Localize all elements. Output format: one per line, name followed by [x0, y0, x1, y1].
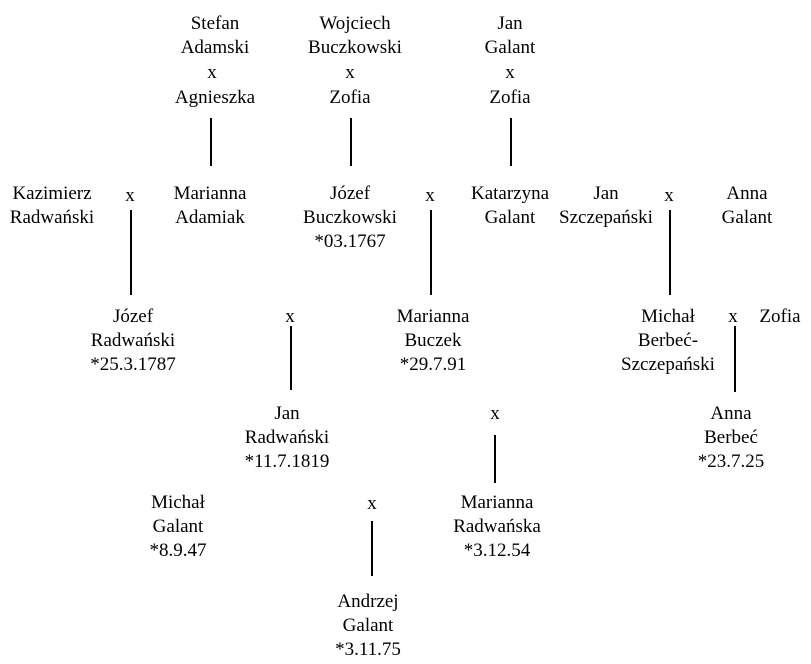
person-surname: Buczkowski: [308, 37, 402, 58]
person-katarzyna-galant: Katarzyna Galant: [460, 182, 560, 230]
person-kazimierz-radwanski: Kazimierz Radwański: [0, 182, 104, 230]
person-first-name: Józef: [329, 183, 371, 204]
person-surname: Galant: [484, 37, 536, 58]
person-jan-radwanski: Jan Radwański *11.7.1819: [230, 402, 344, 474]
marriage-symbol-radwanski-adamiak: x: [125, 185, 135, 206]
person-jozef-buczkowski: Józef Buczkowski *03.1767: [290, 182, 410, 254]
person-first-name: Michał: [151, 492, 205, 513]
marriage-symbol-adamski: x: [207, 62, 217, 83]
person-birth-date: *03.1767: [314, 231, 386, 252]
descent-line-szczepanski-galant: [669, 210, 671, 295]
descent-line-buczkowski-galant: [430, 210, 432, 295]
person-surname: Radwański: [90, 330, 176, 351]
person-wojciech-buczkowski: Wojciech Buczkowski: [295, 12, 415, 60]
person-first-name: Anna: [710, 403, 752, 424]
person-first-name: Stefan: [190, 13, 240, 34]
marriage-symbol-buczkowski-galant: x: [425, 185, 435, 206]
person-birth-date: *25.3.1787: [90, 354, 176, 375]
person-surname: Berbeć: [704, 427, 758, 448]
person-anna-berbec: Anna Berbeć *23.7.25: [683, 402, 779, 474]
person-jan-szczepanski: Jan Szczepański: [550, 182, 662, 230]
person-first-name: Jan: [593, 183, 619, 204]
descent-line-radwanski-berbec: [494, 435, 496, 483]
person-birth-date: *8.9.47: [149, 540, 207, 561]
descent-line-galant-radwanska: [371, 521, 373, 576]
person-birth-date: *11.7.1819: [244, 451, 330, 472]
person-surname: Adamski: [180, 37, 250, 58]
marriage-symbol-radwanski-berbec: x: [490, 403, 500, 424]
marriage-symbol-buczkowski: x: [345, 62, 355, 83]
person-first-name: Zofia: [759, 306, 801, 327]
person-marianna-adamiak: Marianna Adamiak: [160, 182, 260, 230]
person-surname: Berbeć-: [637, 330, 699, 351]
descent-line-galant: [510, 118, 512, 166]
person-surname: Galant: [721, 207, 773, 228]
person-birth-date: *23.7.25: [697, 451, 765, 472]
person-zofia-buczkowska: Zofia: [310, 86, 390, 110]
person-first-name: Wojciech: [319, 13, 391, 34]
person-birth-date: *3.12.54: [463, 540, 531, 561]
marriage-symbol-berbec-zofia: x: [728, 306, 738, 327]
person-michal-galant: Michał Galant *8.9.47: [130, 491, 226, 563]
person-surname: Radwański: [9, 207, 95, 228]
person-first-name: Józef: [112, 306, 154, 327]
person-first-name: Marianna: [396, 306, 470, 327]
marriage-symbol-galant-radwanska: x: [367, 493, 377, 514]
person-surname: Buczek: [404, 330, 462, 351]
person-michal-berbec-szczepanski: Michał Berbeć- Szczepański: [610, 305, 726, 377]
person-first-name: Andrzej: [337, 591, 399, 612]
person-first-name: Michał: [641, 306, 695, 327]
marriage-symbol-radwanski-buczek: x: [285, 306, 295, 327]
person-jozef-radwanski: Józef Radwański *25.3.1787: [78, 305, 188, 377]
person-andrzej-galant: Andrzej Galant *3.11.75: [320, 590, 416, 662]
person-agnieszka: Agnieszka: [160, 86, 270, 110]
person-marianna-buczek: Marianna Buczek *29.7.91: [383, 305, 483, 377]
person-first-name: Jan: [497, 13, 523, 34]
person-first-name: Kazimierz: [12, 183, 92, 204]
person-first-name: Agnieszka: [174, 87, 256, 108]
descent-line-radwanski-adamiak: [130, 210, 132, 295]
person-surname: Galant: [152, 516, 204, 537]
person-stefan-adamski: Stefan Adamski: [170, 12, 260, 60]
person-jan-galant: Jan Galant: [470, 12, 550, 60]
person-surname: Buczkowski: [303, 207, 397, 228]
person-first-name: Jan: [274, 403, 300, 424]
marriage-symbol-szczepanski-galant: x: [664, 185, 674, 206]
person-zofia-berbec: Zofia: [752, 305, 808, 329]
descent-line-adamski: [210, 118, 212, 166]
person-first-name: Katarzyna: [470, 183, 550, 204]
marriage-symbol-galant: x: [505, 62, 515, 83]
person-surname: Galant: [342, 615, 394, 636]
person-surname-continued: Szczepański: [621, 354, 715, 375]
person-surname: Szczepański: [559, 207, 653, 228]
person-marianna-radwanska: Marianna Radwańska *3.12.54: [442, 491, 552, 563]
person-zofia-galant: Zofia: [470, 86, 550, 110]
person-surname: Radwańska: [453, 516, 541, 537]
person-surname: Galant: [484, 207, 536, 228]
person-first-name: Zofia: [329, 87, 371, 108]
descent-line-radwanski-buczek: [290, 326, 292, 390]
person-birth-date: *29.7.91: [399, 354, 467, 375]
person-surname: Radwański: [244, 427, 330, 448]
person-first-name: Marianna: [460, 492, 534, 513]
descent-line-buczkowski: [350, 118, 352, 166]
person-surname: Adamiak: [175, 207, 245, 228]
descent-line-berbec-zofia: [734, 326, 736, 392]
person-first-name: Anna: [726, 183, 768, 204]
person-anna-galant: Anna Galant: [712, 182, 782, 230]
person-birth-date: *3.11.75: [335, 639, 401, 660]
person-first-name: Zofia: [489, 87, 531, 108]
person-first-name: Marianna: [173, 183, 247, 204]
